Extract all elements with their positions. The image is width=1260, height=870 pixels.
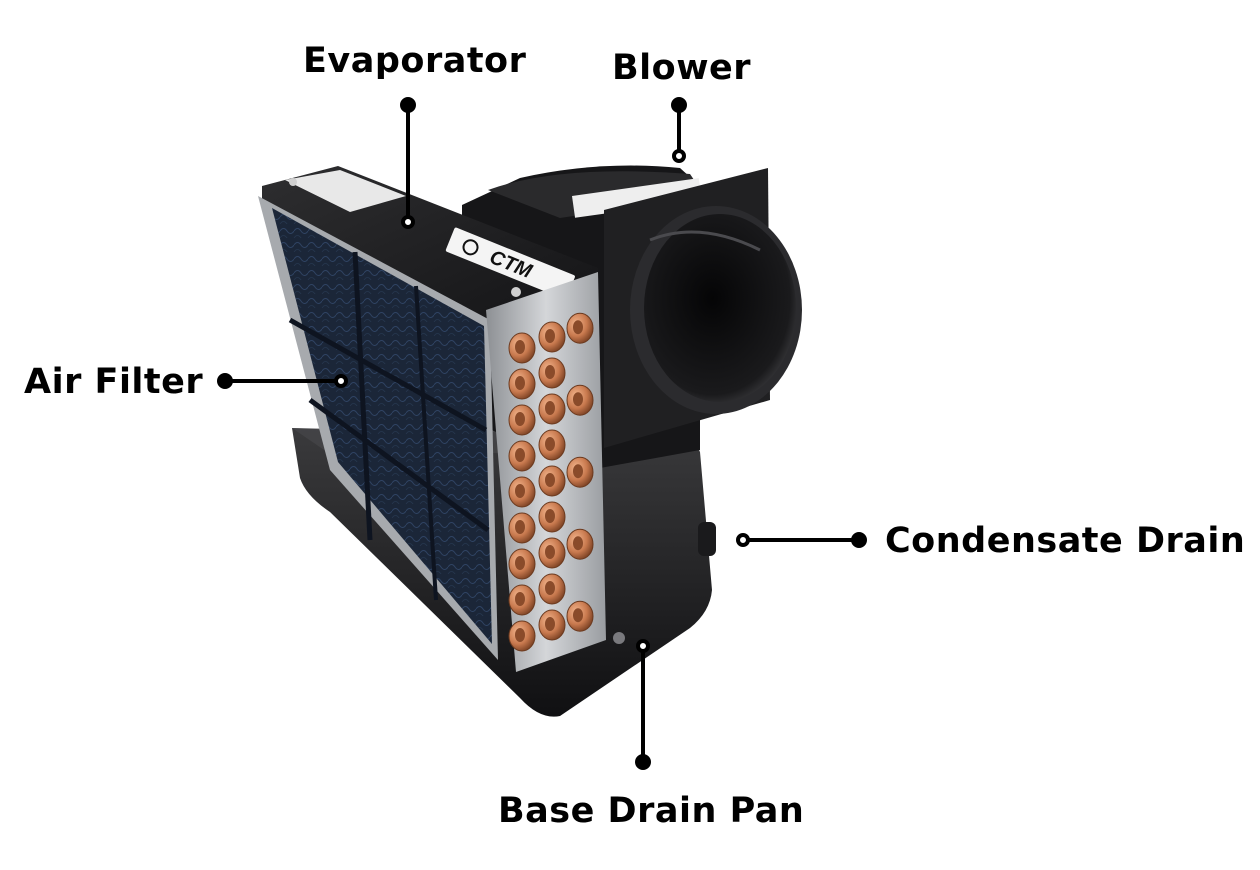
copper-bend-inner	[545, 509, 555, 523]
copper-return-bends	[508, 312, 594, 652]
evaporator-coil	[486, 272, 606, 672]
condensate-drain-label: Condensate Drain	[885, 521, 1246, 561]
air-filter-label: Air Filter	[24, 362, 204, 402]
blower-label: Blower	[612, 48, 752, 88]
copper-bend-inner	[545, 437, 555, 451]
copper-bend-inner	[573, 536, 583, 551]
callout-lines	[217, 97, 867, 770]
condensate-drain-fitting	[613, 522, 716, 644]
base-drain-pan-label: Base Drain Pan	[498, 791, 805, 831]
evaporator-leader	[400, 97, 416, 229]
copper-bend-inner	[515, 556, 525, 570]
blower-leader	[671, 97, 687, 163]
blower-outlet	[630, 206, 802, 414]
copper-bend-inner	[515, 628, 525, 642]
copper-bend-inner	[545, 545, 555, 559]
condensate-drain-leader	[736, 532, 867, 548]
evaporator-label: Evaporator	[303, 41, 527, 81]
copper-bend-inner	[573, 392, 583, 407]
evaporator-top-panel: CTM	[262, 166, 598, 320]
copper-bend-inner	[545, 401, 555, 415]
copper-bend-inner	[545, 617, 555, 631]
air-filter	[258, 196, 498, 660]
copper-bend-inner	[545, 329, 555, 343]
copper-bend-inner	[573, 320, 583, 335]
base-drain-pan-leader	[635, 639, 651, 770]
copper-bend-inner	[545, 365, 555, 379]
copper-bend-inner	[515, 520, 525, 534]
copper-bend-inner	[573, 464, 583, 479]
copper-bend-inner	[515, 340, 525, 354]
copper-bend-inner	[515, 484, 525, 498]
copper-bend-inner	[545, 581, 555, 595]
copper-bend-inner	[515, 376, 525, 390]
copper-bend-inner	[573, 608, 583, 623]
copper-bend-inner	[515, 448, 525, 462]
air-filter-leader	[217, 373, 348, 389]
copper-bend-inner	[515, 592, 525, 606]
copper-bend-inner	[545, 473, 555, 487]
copper-bend-inner	[515, 412, 525, 426]
